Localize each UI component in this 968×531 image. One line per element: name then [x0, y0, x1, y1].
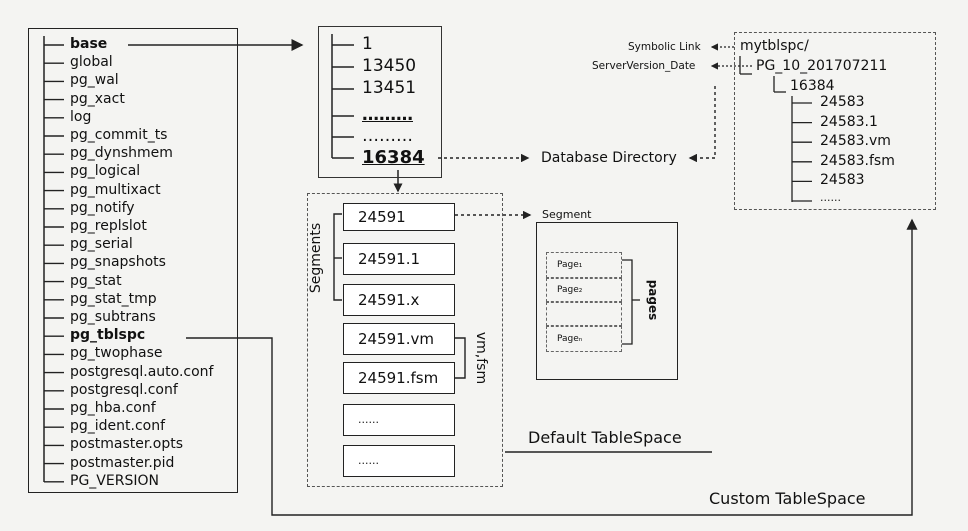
custom-tablespace-label: Custom TableSpace	[709, 489, 866, 508]
data-dir-entry: pg_ident.conf	[70, 418, 166, 435]
page-cell: Page₁	[546, 252, 622, 278]
pages-bracket	[622, 259, 633, 345]
tablespace-file: 24583	[820, 172, 865, 189]
data-dir-entry: pg_replslot	[70, 218, 147, 234]
default-tablespace-box	[307, 193, 503, 487]
data-dir-entry: pg_serial	[70, 236, 133, 253]
segment-file: 24591	[343, 203, 455, 231]
segment-detail-box	[536, 222, 678, 380]
data-dir-entry: pg_tblspc	[70, 327, 146, 344]
tablespace-root: mytblspc/	[740, 38, 809, 54]
more-files: ……	[343, 404, 455, 436]
data-dir-entry: pg_stat_tmp	[70, 290, 157, 307]
data-directory-box	[28, 28, 238, 493]
vmfsm-label: vm,fsm	[473, 331, 489, 385]
vm-file: 24591.vm	[343, 323, 455, 355]
data-dir-entry: postgresql.conf	[70, 381, 178, 398]
tablespace-file: 24583.1	[820, 113, 878, 130]
more-files: ……	[343, 445, 455, 477]
data-dir-entry: pg_stat	[70, 272, 122, 289]
fsm-file: 24591.fsm	[343, 362, 455, 394]
segments-label: Segments	[308, 222, 324, 294]
db-dir-back-arrow	[688, 86, 716, 163]
data-dir-entry: pg_logical	[70, 163, 141, 180]
page-cell	[546, 302, 622, 326]
data-dir-entry: pg_multixact	[70, 181, 161, 198]
data-dir-entry: pg_twophase	[70, 345, 163, 362]
segment-file: 24591.x	[343, 284, 455, 316]
segment-title: Segment	[542, 208, 592, 221]
custom-tablespace-box	[734, 32, 936, 210]
segment-file: 24591.1	[343, 243, 455, 275]
data-dir-entry: pg_hba.conf	[70, 400, 156, 416]
custom-ts-route	[186, 218, 918, 516]
left-tree-branches	[44, 44, 64, 483]
base-box	[318, 26, 442, 178]
data-dir-entry: pg_wal	[70, 72, 119, 89]
base-tree-branches	[332, 44, 354, 159]
data-dir-entry: pg_dynshmem	[70, 145, 173, 162]
base-entry: 13451	[362, 78, 417, 98]
right-tree-branches	[792, 102, 812, 202]
data-dir-entry: postmaster.opts	[70, 436, 184, 453]
tablespace-file: ……	[820, 192, 841, 204]
base-entry: 1	[362, 34, 373, 54]
data-dir-entry: PG_VERSION	[70, 472, 159, 489]
base-entry: 16384	[362, 147, 425, 168]
data-dir-entry: base	[70, 36, 108, 52]
tablespace-file: 24583.fsm	[820, 152, 895, 169]
symbolic-link-label: Symbolic Link	[628, 41, 701, 53]
base-entry: ………	[362, 126, 413, 146]
segments-bracket	[333, 213, 342, 301]
base-entry: 13450	[362, 56, 417, 76]
data-dir-entry: pg_notify	[70, 199, 135, 216]
vmfsm-bracket	[455, 337, 466, 379]
tablespace-file: 24583.vm	[820, 133, 891, 150]
page-cell: Page₂	[546, 278, 622, 302]
data-dir-entry: global	[70, 54, 113, 71]
pages-label: pages	[646, 279, 660, 321]
data-dir-entry: pg_commit_ts	[70, 127, 168, 143]
data-dir-entry: log	[70, 108, 92, 125]
tablespace-file: 24583	[820, 94, 865, 110]
page-cell: Pageₙ	[546, 326, 622, 352]
database-directory-label: Database Directory	[541, 150, 677, 166]
version-dir: PG_10_201707211	[756, 58, 888, 74]
data-dir-entry: postgresql.auto.conf	[70, 363, 214, 380]
db-dir: 16384	[790, 78, 835, 94]
data-dir-entry: postmaster.pid	[70, 454, 175, 471]
data-dir-entry: pg_subtrans	[70, 309, 156, 325]
default-tablespace-label: Default TableSpace	[528, 428, 682, 447]
server-version-label: ServerVersion_Date	[592, 60, 696, 72]
data-dir-entry: pg_xact	[70, 90, 125, 107]
base-entry: ………	[362, 105, 413, 125]
data-dir-entry: pg_snapshots	[70, 254, 166, 271]
